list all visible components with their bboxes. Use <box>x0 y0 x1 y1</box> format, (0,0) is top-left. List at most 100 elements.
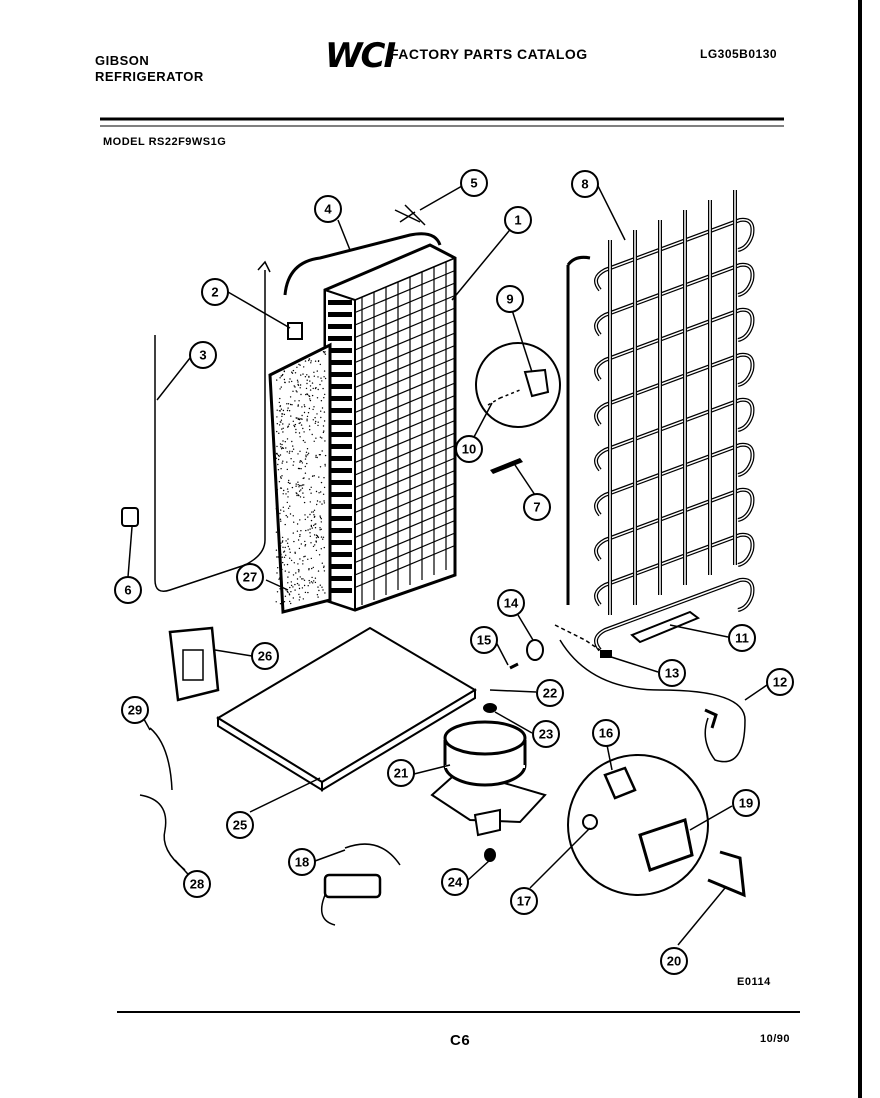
page-number: C6 <box>450 1032 471 1049</box>
document-number: LG305B0130 <box>700 47 778 61</box>
capacitor-lead <box>320 894 336 926</box>
callout-1: 1 <box>504 206 532 234</box>
callout-12: 12 <box>766 668 794 696</box>
callout-22: 22 <box>536 679 564 707</box>
publication-date: 10/90 <box>760 1033 791 1045</box>
relay-cover <box>638 818 694 872</box>
svg-text:8: 8 <box>581 177 588 192</box>
svg-text:6: 6 <box>124 583 131 598</box>
thermostat-capillary <box>154 270 266 592</box>
evaporator-fins <box>328 257 456 605</box>
svg-text:17: 17 <box>517 894 531 909</box>
bracket-window <box>182 649 204 681</box>
tube-clip <box>394 204 426 226</box>
callout-21: 21 <box>387 759 415 787</box>
callout-24: 24 <box>441 868 469 896</box>
svg-text:20: 20 <box>667 954 681 969</box>
svg-text:22: 22 <box>543 686 557 701</box>
svg-text:4: 4 <box>324 202 332 217</box>
callout-3: 3 <box>189 341 217 369</box>
callout-11: 11 <box>728 624 756 652</box>
clip-part <box>490 458 523 474</box>
callout-16: 16 <box>592 719 620 747</box>
callout-27: 27 <box>236 563 264 591</box>
svg-text:19: 19 <box>739 796 753 811</box>
callout-14: 14 <box>497 589 525 617</box>
power-cord <box>559 639 746 763</box>
svg-text:12: 12 <box>773 675 787 690</box>
capillary-clip <box>121 507 139 527</box>
svg-text:21: 21 <box>394 766 408 781</box>
callout-26: 26 <box>251 642 279 670</box>
wci-logo: WCI <box>325 36 396 76</box>
svg-text:27: 27 <box>243 570 257 585</box>
svg-text:3: 3 <box>199 348 206 363</box>
callout-8: 8 <box>571 170 599 198</box>
callout-7: 7 <box>523 493 551 521</box>
callout-13: 13 <box>658 659 686 687</box>
power-plug <box>704 708 718 729</box>
svg-text:24: 24 <box>448 875 463 890</box>
thermostat-bracket <box>287 322 303 340</box>
svg-text:13: 13 <box>665 666 679 681</box>
condenser-coil-loops <box>594 190 755 652</box>
detail-circle-bracket <box>475 342 561 428</box>
grommet <box>526 639 544 661</box>
callout-2: 2 <box>201 278 229 306</box>
svg-text:5: 5 <box>470 176 477 191</box>
product-type: REFRIGERATOR <box>95 69 204 84</box>
page-frame <box>858 0 862 1098</box>
capacitor-strap <box>344 843 401 866</box>
callout-19: 19 <box>732 789 760 817</box>
callout-17: 17 <box>510 887 538 915</box>
relay-clip <box>707 850 746 898</box>
condenser-coil <box>566 255 591 605</box>
svg-text:25: 25 <box>233 818 247 833</box>
callout-5: 5 <box>460 169 488 197</box>
svg-text:29: 29 <box>128 703 142 718</box>
callout-28: 28 <box>183 870 211 898</box>
model-label: MODEL RS22F9WS1G <box>103 136 227 148</box>
bracket-screw <box>487 389 521 406</box>
detail-circle-relay <box>567 754 709 896</box>
wire-harness-upper <box>149 727 173 791</box>
screw <box>509 662 519 670</box>
svg-text:26: 26 <box>258 649 272 664</box>
capillary-tip <box>257 260 271 273</box>
washer <box>483 703 497 713</box>
callout-4: 4 <box>314 195 342 223</box>
svg-text:11: 11 <box>735 631 749 646</box>
capacitor <box>323 873 382 899</box>
catalog-title: FACTORY PARTS CATALOG <box>390 46 588 62</box>
callout-23: 23 <box>532 720 560 748</box>
filter-drier <box>630 610 701 644</box>
svg-text:18: 18 <box>295 855 309 870</box>
callout-10: 10 <box>455 435 483 463</box>
compressor <box>430 720 547 837</box>
svg-text:1: 1 <box>514 213 521 228</box>
svg-text:23: 23 <box>539 727 553 742</box>
filter-panel-texture <box>275 351 327 605</box>
svg-text:15: 15 <box>477 633 491 648</box>
svg-text:10: 10 <box>462 442 476 457</box>
svg-text:16: 16 <box>599 726 613 741</box>
wire-harness-lower <box>139 794 186 871</box>
cord-assembly-line <box>554 624 601 651</box>
brand-name: GIBSON <box>95 53 150 68</box>
svg-text:14: 14 <box>504 596 519 611</box>
suction-tube <box>283 232 442 296</box>
base-edge-right <box>321 688 476 792</box>
callout-6: 6 <box>114 576 142 604</box>
callout-20: 20 <box>660 947 688 975</box>
callout-25: 25 <box>226 811 254 839</box>
grommet-bottom <box>484 848 496 862</box>
callout-29: 29 <box>121 696 149 724</box>
svg-text:2: 2 <box>211 285 218 300</box>
callout-15: 15 <box>470 626 498 654</box>
svg-text:7: 7 <box>533 500 540 515</box>
overload <box>582 814 598 830</box>
svg-text:28: 28 <box>190 877 204 892</box>
cord-clamp <box>600 650 612 658</box>
diagram-code: E0114 <box>737 976 771 988</box>
